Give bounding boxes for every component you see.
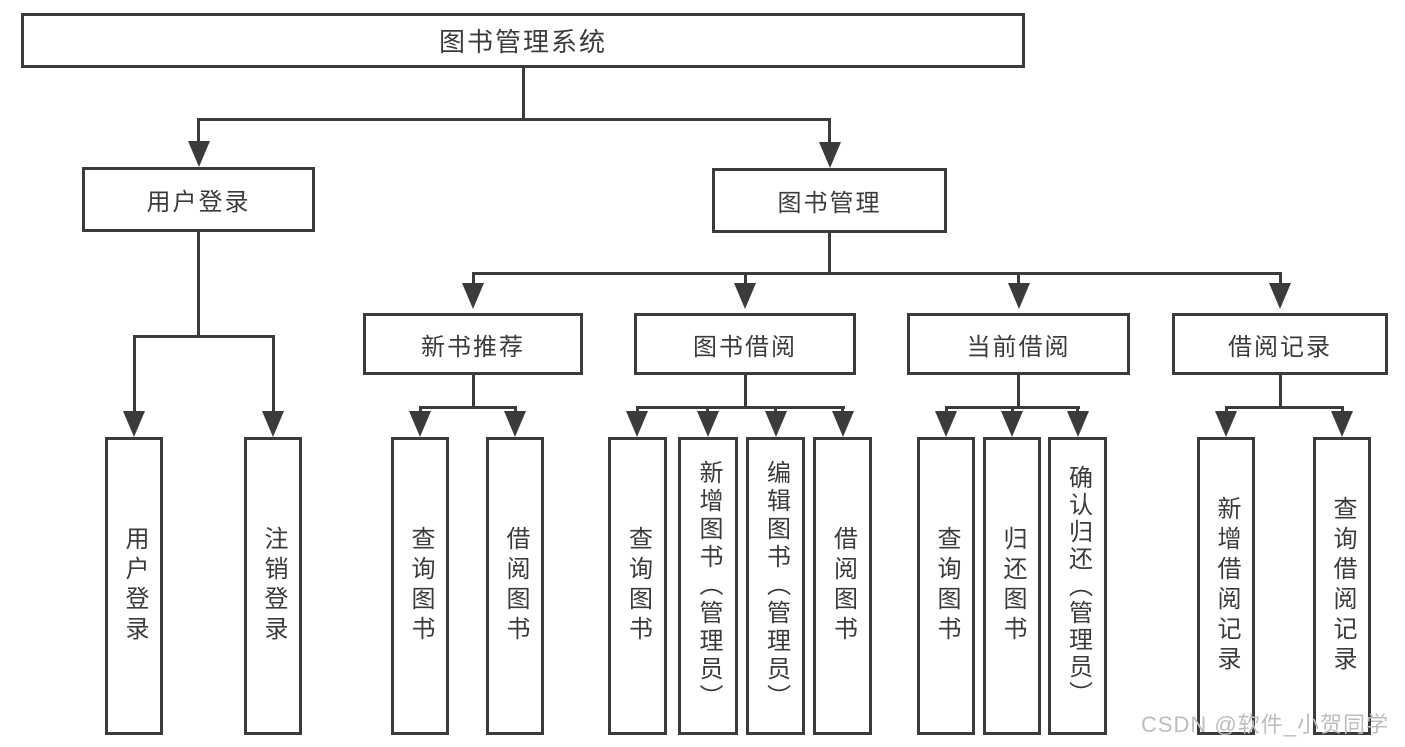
arrowhead-down — [1001, 411, 1023, 437]
arrowhead-down — [734, 283, 756, 309]
connector-v — [1278, 375, 1282, 406]
connector-v — [418, 406, 422, 411]
node-query-borrow-record: 查询借阅记录 — [1313, 437, 1371, 735]
arrowhead-down — [1066, 411, 1089, 437]
arrowhead-down — [123, 411, 145, 437]
csdn-watermark: CSDN @软件_小贺同学 — [1140, 712, 1389, 737]
node-user-login-leaf: 用户登录 — [105, 437, 163, 735]
node-library-management-system: 图书管理系统 — [21, 13, 1025, 68]
node-add-book-admin: 新增图书（管理员） — [678, 437, 738, 735]
node-label: 新增借阅记录 — [1213, 496, 1240, 676]
node-borrowing-records: 借阅记录 — [1172, 313, 1388, 375]
connector-v — [635, 406, 639, 411]
node-book-borrowing: 图书借阅 — [634, 313, 856, 375]
node-query-books-recommend: 查询图书 — [391, 437, 449, 735]
arrowhead-down — [462, 283, 484, 309]
node-label: 确认归还（管理员） — [1064, 464, 1092, 708]
arrowhead-down — [764, 411, 787, 437]
node-borrow-books-recommend: 借阅图书 — [486, 437, 544, 735]
node-label: 查询图书 — [624, 526, 652, 646]
connector-v — [1017, 272, 1020, 283]
arrowhead-down — [831, 411, 854, 437]
connector-v — [1010, 406, 1014, 411]
arrowhead-down — [262, 411, 284, 437]
arrowhead-down — [1215, 411, 1237, 437]
connector-v — [706, 406, 709, 411]
connector-v — [271, 335, 275, 411]
arrowhead-down — [1331, 411, 1353, 437]
connector-h — [1224, 406, 1344, 409]
node-book-management: 图书管理 — [712, 168, 947, 233]
connector-v — [1224, 406, 1228, 411]
connector-v — [471, 272, 475, 283]
arrowhead-down — [409, 411, 431, 437]
connector-v — [743, 272, 747, 283]
connector-h — [132, 335, 275, 338]
connector-v — [944, 406, 948, 411]
node-edit-book-admin: 编辑图书（管理员） — [746, 437, 805, 735]
node-new-book-recommend: 新书推荐 — [363, 313, 583, 375]
arrowhead-down — [1007, 283, 1030, 309]
arrowhead-down — [935, 411, 957, 437]
arrowhead-down — [626, 411, 648, 437]
node-label: 注销登录 — [260, 526, 287, 646]
node-user-login: 用户登录 — [82, 167, 315, 232]
connector-v — [828, 233, 831, 272]
node-current-borrowing: 当前借阅 — [907, 313, 1130, 375]
node-borrow-books: 借阅图书 — [813, 437, 872, 735]
arrowhead-down — [504, 411, 526, 437]
node-add-borrow-record: 新增借阅记录 — [1197, 437, 1255, 735]
connector-v — [513, 406, 517, 411]
connector-v — [1340, 406, 1344, 411]
node-label: 查询图书 — [407, 526, 434, 646]
node-label: 借阅图书 — [502, 526, 529, 646]
node-label: 新增图书（管理员） — [695, 460, 722, 712]
connector-h — [471, 272, 1282, 275]
connector-v — [521, 68, 525, 118]
connector-v — [1017, 375, 1020, 406]
connector-v — [743, 375, 747, 406]
connector-v — [197, 232, 200, 335]
connector-v — [828, 118, 831, 142]
arrowhead-down — [1269, 283, 1291, 309]
arrowhead-down — [187, 141, 210, 167]
connector-v — [197, 118, 200, 142]
arrowhead-down — [818, 142, 841, 168]
connector-v — [132, 335, 136, 411]
node-label: 查询借阅记录 — [1329, 496, 1356, 676]
node-confirm-return-admin: 确认归还（管理员） — [1048, 437, 1107, 735]
connector-v — [1076, 406, 1079, 411]
connector-h — [418, 406, 517, 409]
connector-v — [774, 406, 777, 411]
node-query-books-current: 查询图书 — [917, 437, 975, 735]
connector-v — [471, 375, 475, 406]
node-logout: 注销登录 — [244, 437, 302, 735]
connector-h — [197, 118, 831, 121]
arrowhead-down — [696, 411, 719, 437]
connector-v — [1278, 272, 1282, 283]
node-label: 借阅图书 — [829, 526, 857, 646]
node-label: 归还图书 — [999, 526, 1026, 646]
connector-h — [635, 406, 845, 409]
node-label: 编辑图书（管理员） — [762, 460, 790, 712]
node-query-books-borrowing: 查询图书 — [608, 437, 667, 735]
node-return-book: 归还图书 — [983, 437, 1041, 735]
connector-v — [841, 406, 844, 411]
node-label: 用户登录 — [121, 526, 148, 646]
node-label: 查询图书 — [933, 526, 960, 646]
